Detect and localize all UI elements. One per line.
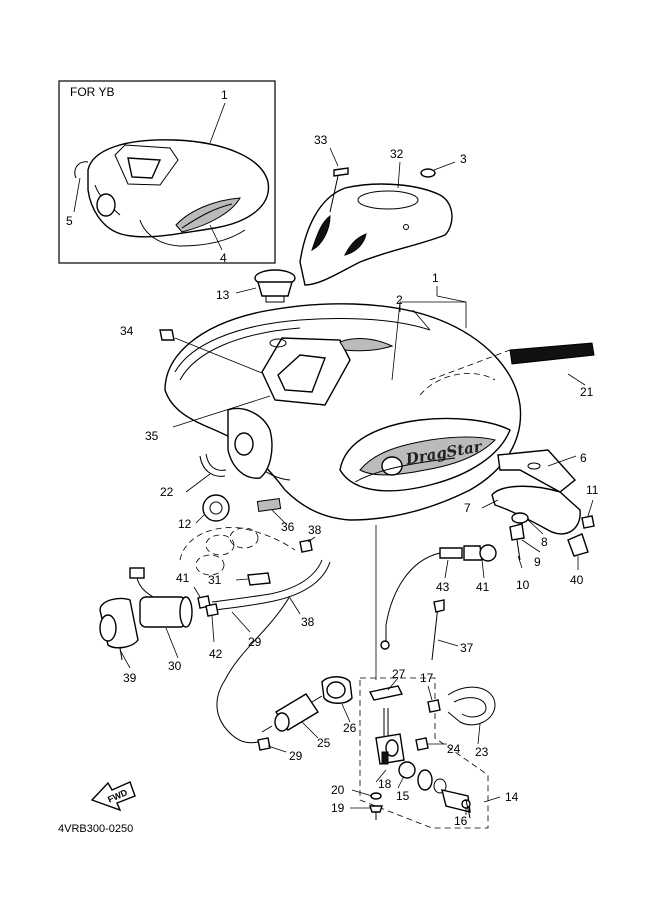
callout-32: 32 bbox=[390, 147, 404, 161]
callout-29b: 29 bbox=[289, 749, 303, 763]
callout-10: 10 bbox=[516, 578, 530, 592]
callout-28: 17 bbox=[420, 671, 434, 685]
hoses-and-fittings: 12 36 38 38 31 41 42 29 bbox=[176, 494, 331, 744]
callout-41: 41 bbox=[476, 580, 490, 594]
callout-5: 5 bbox=[66, 214, 73, 228]
callout-33: 33 bbox=[314, 133, 328, 147]
callout-38a: 38 bbox=[308, 523, 322, 537]
callout-39: 30 bbox=[168, 659, 182, 673]
callout-30: 29 bbox=[248, 635, 262, 649]
callout-21: 21 bbox=[580, 385, 594, 399]
callout-14: 14 bbox=[505, 790, 519, 804]
callout-22: 22 bbox=[160, 485, 174, 499]
tank-cover: 33 32 3 bbox=[299, 133, 467, 286]
fuel-cap: 13 bbox=[216, 269, 296, 303]
callout-8: 8 bbox=[541, 535, 548, 549]
callout-31: 31 bbox=[208, 573, 222, 587]
callout-36: 36 bbox=[281, 520, 295, 534]
callout-6: 6 bbox=[580, 451, 587, 465]
fuel-filter: 25 26 29 bbox=[257, 676, 357, 763]
callout-40: 40 bbox=[570, 573, 584, 587]
callout-2: 2 bbox=[396, 293, 403, 307]
callout-4: 4 bbox=[220, 251, 227, 265]
fuel-tank: DragStar 1 2 34 21 35 22 bbox=[120, 271, 595, 521]
callout-26: 26 bbox=[343, 721, 357, 735]
callout-3: 3 bbox=[460, 152, 467, 166]
callout-29a: 42 bbox=[209, 647, 223, 661]
callout-23: 23 bbox=[475, 745, 489, 759]
callout-15: 15 bbox=[396, 789, 410, 803]
callout-38b: 41 bbox=[176, 571, 190, 585]
callout-13: 13 bbox=[216, 288, 230, 302]
callout-43: 43 bbox=[436, 580, 450, 594]
callout-9: 9 bbox=[534, 555, 541, 569]
callout-16: 16 bbox=[454, 814, 468, 828]
forward-arrow: FWD bbox=[90, 781, 136, 812]
callout-25: 25 bbox=[317, 736, 331, 750]
callout-34: 34 bbox=[120, 324, 134, 338]
callout-42: 37 bbox=[460, 641, 474, 655]
callout-11: 11 bbox=[586, 483, 599, 497]
mounting-brackets: 6 11 7 8 9 10 40 bbox=[464, 449, 599, 592]
callout-37: 38 bbox=[301, 615, 315, 629]
callout-18: 18 bbox=[378, 777, 392, 791]
inset-panel: FOR YB 1 5 4 bbox=[58, 80, 276, 265]
callout-1: 1 bbox=[432, 271, 439, 285]
fuel-cock-assembly: 27 18 20 15 14 19 16 bbox=[331, 667, 519, 829]
callout-17: 27 bbox=[392, 667, 406, 681]
callout-20: 20 bbox=[331, 783, 345, 797]
fuel-pump: 30 39 bbox=[99, 567, 193, 685]
callout-24: 24 bbox=[447, 742, 461, 756]
callout-27: 39 bbox=[123, 671, 137, 685]
diagram-code: 4VRB300-0250 bbox=[58, 823, 133, 835]
callout-7: 7 bbox=[464, 501, 471, 515]
choke-cable: 43 41 37 bbox=[380, 544, 497, 661]
callout-35: 35 bbox=[145, 429, 159, 443]
inset-title: FOR YB bbox=[70, 85, 114, 99]
callout-19: 19 bbox=[331, 801, 345, 815]
callout-12: 12 bbox=[178, 517, 192, 531]
callout-1-inset: 1 bbox=[221, 88, 228, 102]
